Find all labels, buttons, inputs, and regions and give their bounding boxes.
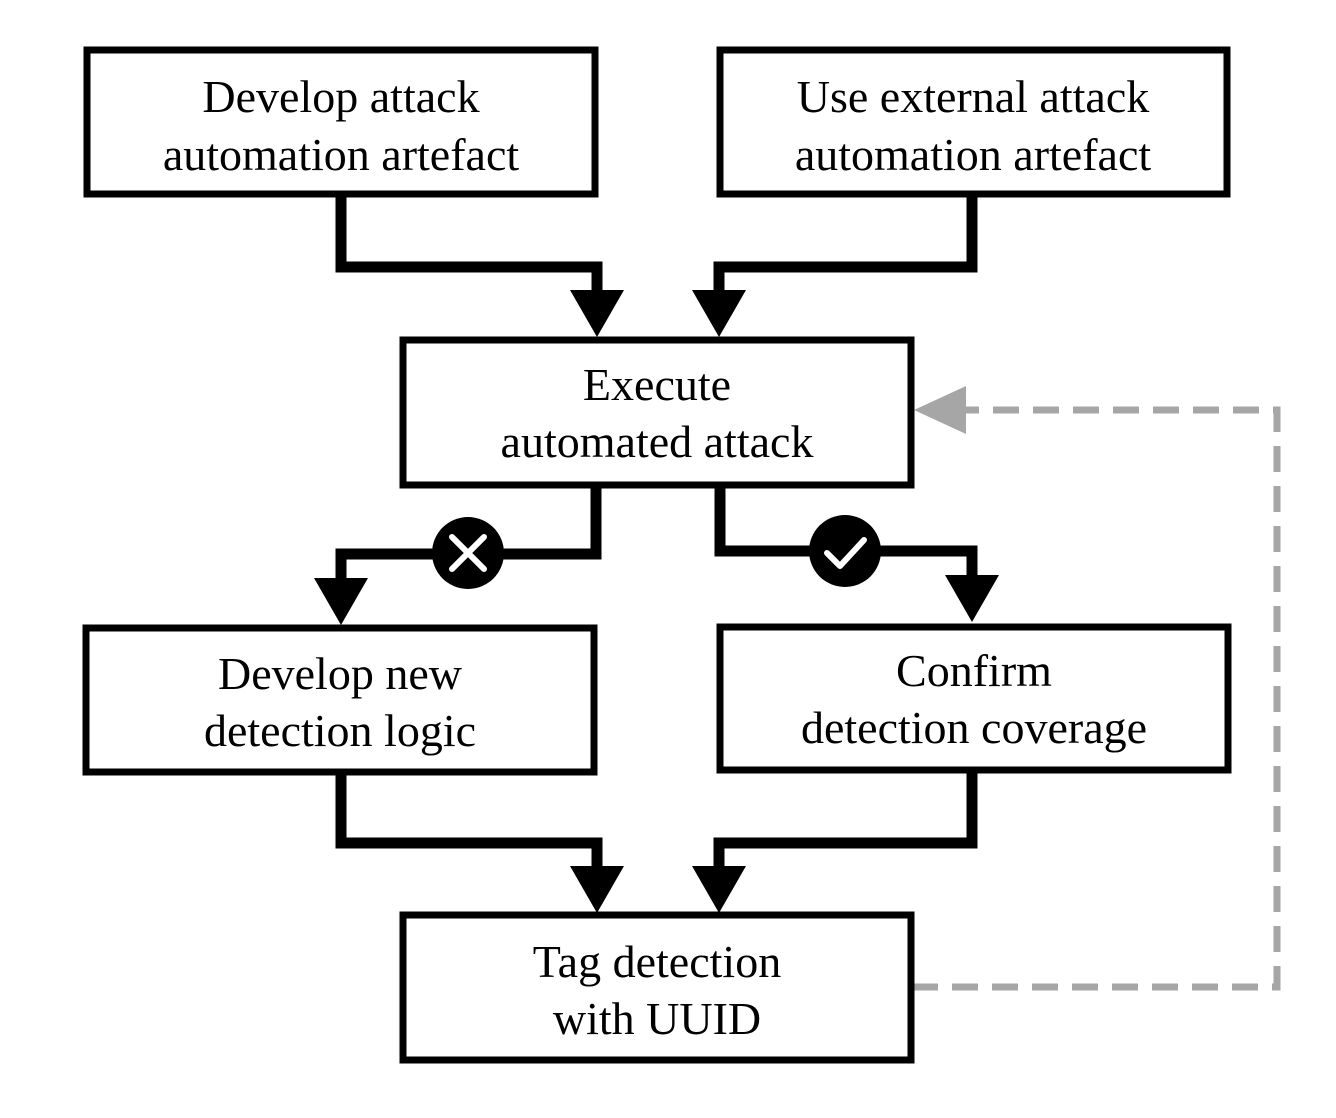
node-develop-artefact: Develop attack automation artefact: [83, 46, 599, 198]
node-develop-detection-line2: detection logic: [204, 705, 476, 756]
arrowhead-execute-to-confirm-coverage: [945, 575, 999, 622]
arrowhead-tag-to-execute-feedback: [914, 386, 966, 434]
failure-badge: [432, 517, 504, 589]
success-badge-circle: [809, 515, 881, 587]
node-external-artefact: Use external attack automation artefact: [716, 46, 1231, 198]
node-confirm-coverage-line1: Confirm: [896, 645, 1052, 696]
node-confirm-coverage-line2: detection coverage: [801, 702, 1147, 753]
edge-develop-artefact-to-execute: [335, 194, 603, 292]
node-tag-detection: Tag detection with UUID: [399, 911, 915, 1064]
node-develop-artefact-line1: Develop attack: [202, 71, 479, 122]
success-icon: [824, 537, 867, 569]
node-develop-detection-box: [82, 624, 598, 776]
node-develop-artefact-line2: automation artefact: [163, 129, 520, 180]
node-execute-attack-line2: automated attack: [501, 416, 814, 467]
node-tag-detection-box: [399, 911, 915, 1064]
edge-tag-to-execute-feedback: [912, 406, 1281, 991]
node-execute-attack-box: [399, 336, 915, 489]
node-external-artefact-line1: Use external attack: [797, 71, 1149, 122]
arrowhead-develop-artefact-to-execute: [570, 290, 624, 337]
arrowhead-develop-detection-to-tag: [570, 866, 624, 913]
node-external-artefact-line2: automation artefact: [795, 129, 1152, 180]
node-tag-detection-line1: Tag detection: [533, 936, 781, 987]
node-tag-detection-line2: with UUID: [553, 993, 761, 1044]
node-develop-artefact-box: [83, 46, 599, 198]
node-confirm-coverage-box: [716, 623, 1232, 774]
edge-confirm-coverage-to-tag: [713, 770, 978, 868]
arrowhead-confirm-coverage-to-tag: [692, 866, 746, 913]
failure-icon: [449, 534, 487, 572]
node-confirm-coverage: Confirm detection coverage: [716, 623, 1232, 774]
node-execute-attack-line1: Execute: [583, 359, 731, 410]
edge-external-artefact-to-execute: [713, 194, 978, 292]
success-badge: [809, 515, 881, 587]
connectors: [314, 194, 1281, 991]
node-develop-detection-line1: Develop new: [218, 648, 463, 699]
node-develop-detection: Develop new detection logic: [82, 624, 598, 776]
edge-develop-detection-to-tag: [335, 772, 603, 868]
node-external-artefact-box: [716, 46, 1231, 198]
node-execute-attack: Execute automated attack: [399, 336, 915, 489]
arrowhead-execute-to-develop-detection: [314, 578, 368, 625]
arrowhead-external-artefact-to-execute: [692, 290, 746, 337]
